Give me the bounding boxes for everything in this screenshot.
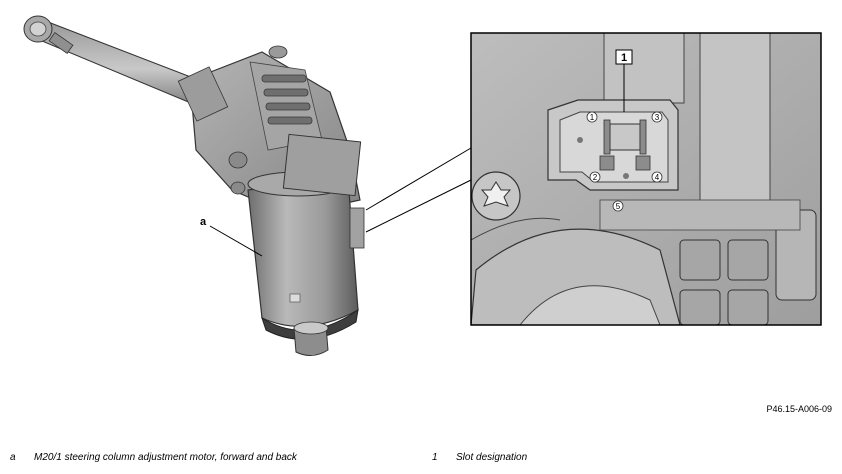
legend-text: Slot designation [456,452,528,463]
figure-code: P46.15-A006-09 [766,404,832,414]
motor-body [247,133,362,340]
legend-key: 1 [432,452,438,463]
connector-pin-2 [599,155,615,171]
legend-item-1: 1 Slot designation [432,452,527,463]
pin-label-4: 4 [655,173,660,182]
detail-view: 1 1 2 3 4 5 [470,32,822,326]
legend-item-a: a M20/1 steering column adjustment motor,… [10,452,297,463]
connector-pin-4 [635,155,651,171]
pin-label-5: 5 [616,202,621,211]
pin-markers: 1 2 3 4 5 [586,111,663,212]
callout-a-label: a [200,216,207,228]
motor-output-stub [293,321,329,356]
pin-label-3: 3 [655,113,660,122]
detail-frame [470,32,822,326]
legend-text: M20/1 steering column adjustment motor, … [34,452,297,463]
connector-pin-slot [609,123,641,151]
callout-a-leader [209,225,263,257]
motor-illustration [23,15,365,356]
pin-label-1: 1 [590,113,595,122]
motor-connector [349,207,365,249]
detail-connector-line-top [365,147,472,211]
detail-connector-line-bottom [365,179,472,233]
pin-label-2: 2 [593,173,598,182]
callout-1-label: 1 [621,52,627,64]
legend-key: a [10,452,16,463]
